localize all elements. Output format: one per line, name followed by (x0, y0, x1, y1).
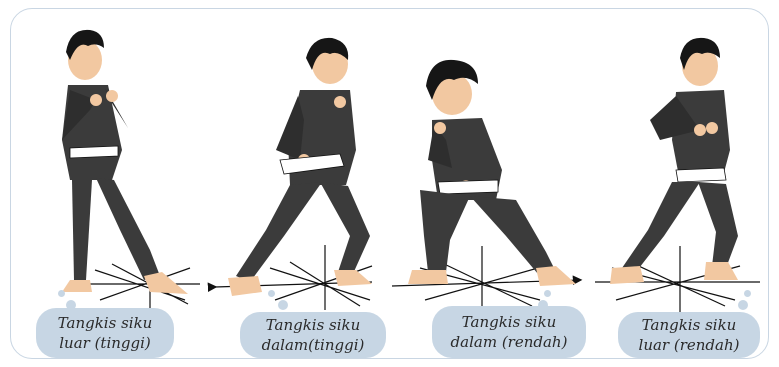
caption-3-tail-dot (544, 290, 551, 297)
caption-outer-low-elbow-block: Tangkis siku luar (rendah) (618, 312, 760, 358)
figure-3-inner-low-elbow-block (392, 60, 580, 312)
caption-outer-high-elbow-block: Tangkis siku luar (tinggi) (36, 308, 174, 358)
caption-inner-low-elbow-block: Tangkis siku dalam (rendah) (432, 306, 586, 358)
caption-4-tail-dot (738, 300, 748, 310)
figure-1-outer-high-elbow-block (62, 30, 200, 308)
caption-2-tail-dot (268, 290, 275, 297)
figure-4-outer-low-elbow-block (595, 38, 760, 312)
caption-inner-high-elbow-block: Tangkis siku dalam(tinggi) (240, 312, 386, 358)
caption-4-tail-dot (744, 290, 751, 297)
figure-2-inner-high-elbow-block (215, 38, 372, 310)
caption-2-tail-dot (278, 300, 288, 310)
caption-1-tail-dot (58, 290, 65, 297)
